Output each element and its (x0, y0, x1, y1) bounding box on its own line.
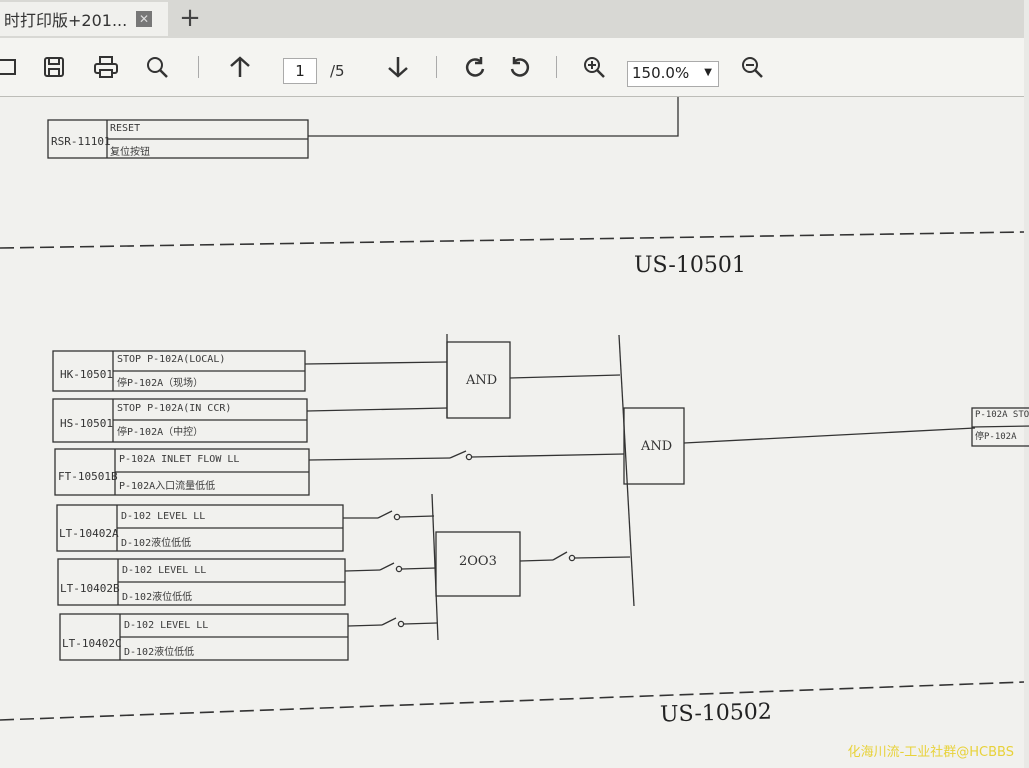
zoom-value: 150.0% (632, 64, 690, 82)
input-desc-en: D-102 LEVEL LL (122, 565, 207, 576)
zoom-out-icon[interactable] (738, 53, 766, 81)
input-desc-cn: D-102液位低低 (121, 538, 192, 549)
and-gate-label: AND (641, 439, 673, 454)
input-tag: FT-10501B (58, 470, 118, 483)
chevron-down-icon: ▼ (704, 67, 712, 78)
page-down-icon[interactable] (384, 53, 412, 81)
input-desc-en: STOP P-102A(LOCAL) (117, 354, 226, 365)
page-up-icon[interactable] (226, 53, 254, 81)
zoom-select[interactable]: 150.0% ▼ (627, 61, 719, 87)
section-title-2: US-10502 (659, 699, 773, 728)
input-tag: HK-10501 (60, 368, 113, 381)
input-tag: LT-10402B (60, 582, 120, 595)
close-icon[interactable]: ✕ (136, 11, 152, 27)
section-title-1: US-10501 (634, 253, 746, 278)
page-total: /5 (330, 62, 345, 80)
output-desc-cn: 停P-102A (975, 432, 1017, 442)
input-desc-en: STOP P-102A(IN CCR) (117, 403, 232, 414)
toolbar-divider (436, 56, 437, 78)
input-desc-cn: 停P-102A（中控） (117, 427, 204, 438)
tab-title: 时打印版+201... (4, 11, 128, 30)
input-desc-en: D-102 LEVEL LL (124, 620, 209, 631)
input-desc-cn: D-102液位低低 (124, 647, 195, 658)
zoom-in-icon[interactable] (580, 53, 608, 81)
input-desc-cn: 停P-102A（现场） (117, 378, 204, 389)
reset-desc-en: RESET (110, 123, 141, 134)
reset-desc-cn: 复位按钮 (110, 147, 150, 158)
page-number-input[interactable]: 1 (283, 58, 317, 84)
input-tag: LT-10402C (62, 637, 122, 650)
watermark: 化海川流-工业社群@HCBBS (847, 745, 1014, 760)
vote-gate-label: 2OO3 (459, 554, 497, 569)
input-desc-cn: P-102A入口流量低低 (119, 481, 216, 492)
tab-bar: 时打印版+201... ✕ + (0, 0, 1024, 39)
document-tab[interactable]: 时打印版+201... ✕ (0, 2, 168, 36)
print-icon[interactable] (92, 53, 120, 81)
output-desc-en: P-102A STO (975, 410, 1029, 420)
document-page[interactable]: RSR-11101 RESET 复位按钮 US-10501 US-10502 H… (0, 97, 1029, 768)
logic-diagram (0, 97, 1029, 721)
input-desc-cn: D-102液位低低 (122, 592, 193, 603)
and-gate-label: AND (466, 373, 498, 388)
input-tag: HS-10501 (60, 417, 113, 430)
input-tag: LT-10402A (59, 527, 119, 540)
toolbar (0, 38, 1024, 97)
input-desc-en: P-102A INLET FLOW LL (119, 454, 240, 465)
toolbar-divider (556, 56, 557, 78)
toolbar-divider (198, 56, 199, 78)
new-tab-button[interactable]: + (179, 3, 201, 33)
open-icon[interactable] (0, 53, 22, 81)
rotate-cw-icon[interactable] (461, 53, 489, 81)
input-desc-en: D-102 LEVEL LL (121, 511, 206, 522)
search-icon[interactable] (143, 53, 171, 81)
save-icon[interactable] (40, 53, 68, 81)
rotate-ccw-icon[interactable] (506, 53, 534, 81)
reset-tag: RSR-11101 (51, 135, 111, 148)
